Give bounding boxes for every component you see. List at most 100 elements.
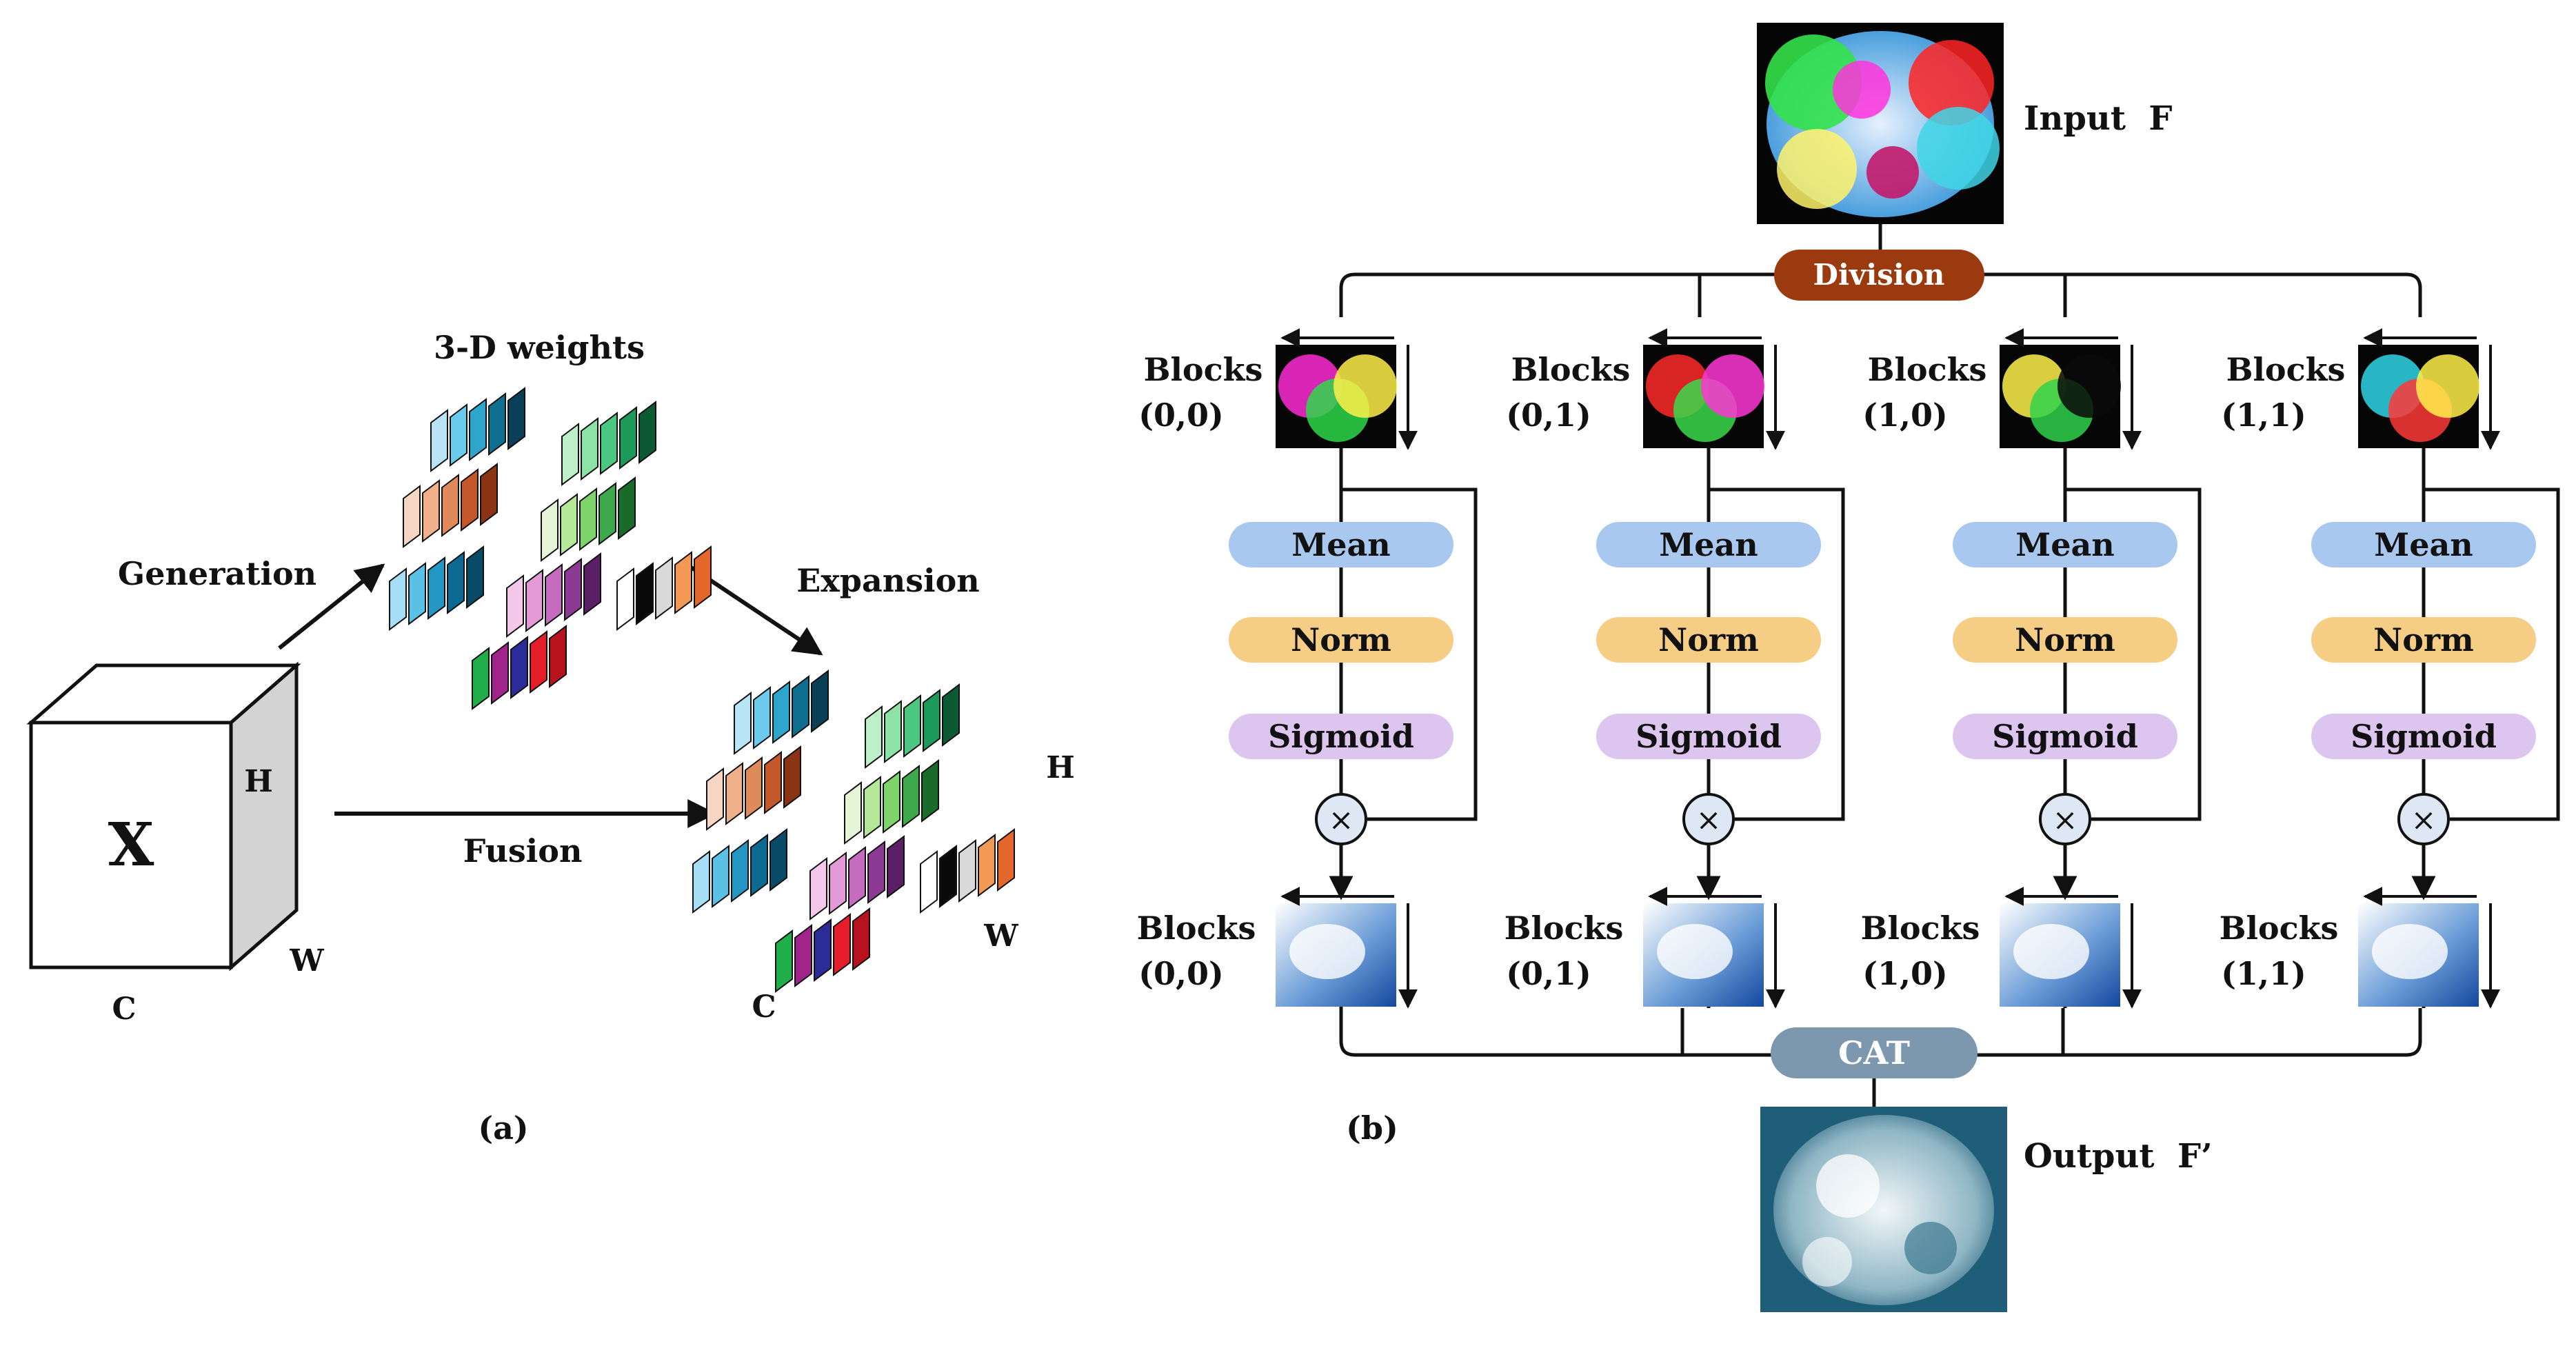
expanded-weight-swatch-1-3 (772, 681, 790, 744)
multiply-symbol-3: × (2053, 803, 2078, 838)
weight-swatch-6-2 (525, 569, 543, 632)
expanded-weight-swatch-6-1 (809, 857, 827, 921)
weight-swatch-4-3 (579, 487, 597, 551)
expanded-weight-swatch-6-4 (867, 841, 885, 904)
expanded-weight-swatch-2-1 (865, 705, 883, 769)
expanded-weight-swatch-1-1 (734, 692, 752, 755)
op-mean-label-2: Mean (1659, 526, 1758, 563)
expanded-weight-swatch-5-3 (731, 839, 749, 903)
expanded-weight-swatch-3-5 (783, 745, 801, 809)
cube-w-label: W (289, 943, 324, 978)
cube-h-label: H (244, 764, 273, 799)
weight-swatch-7-1 (616, 567, 634, 631)
expanded-weight-swatch-2-4 (923, 689, 940, 752)
expanded-weight-swatch-7-1 (920, 850, 938, 914)
block-output-word-4: Blocks (2220, 909, 2339, 947)
multiply-symbol-2: × (1696, 803, 1722, 838)
expanded-weight-swatch-2-5 (942, 683, 960, 747)
block-input-word-3: Blocks (1868, 351, 1987, 388)
expanded-weight-swatch-5-2 (712, 845, 729, 908)
expanded-weight-swatch-1-4 (792, 675, 809, 738)
block-input-4 (2358, 345, 2479, 448)
expanded-weight-swatch-4-4 (902, 765, 920, 828)
weight-swatch-2-5 (638, 401, 656, 464)
expanded-weight-swatch-2-3 (903, 694, 921, 758)
op-mean-4 (2311, 522, 2536, 567)
weight-swatch-2-2 (581, 417, 598, 481)
weight-swatch-3-5 (480, 463, 498, 526)
op-norm-2 (1596, 617, 1821, 663)
division-label: Division (1813, 258, 1945, 292)
input-cube: X H W C (26, 661, 324, 1027)
block-input-word-2: Blocks (1511, 351, 1631, 388)
output-label: Output F’ (2024, 1137, 2213, 1176)
weight-swatch-8-1 (472, 647, 490, 710)
op-sigmoid-2 (1596, 714, 1821, 759)
weight-swatch-2-4 (619, 406, 637, 470)
caption-b: (b) (1346, 1109, 1398, 1147)
block-output-word-3: Blocks (1861, 909, 1980, 947)
block-input-2 (1643, 345, 1764, 448)
expanded-weight-swatch-3-4 (764, 751, 782, 814)
weight-swatch-3-2 (422, 479, 440, 543)
cat-badge: CAT (1771, 1027, 1978, 1078)
expanded-weight-swatch-6-3 (848, 846, 866, 909)
expanded-weight-swatch-4-1 (844, 781, 862, 845)
cat-label: CAT (1838, 1034, 1910, 1072)
expanded-weight-swatch-5-5 (769, 828, 787, 892)
weight-swatch-8-2 (491, 641, 509, 705)
weight-swatch-5-5 (466, 545, 484, 609)
expanded-weight-swatch-1-2 (753, 686, 771, 750)
op-mean-label-3: Mean (2015, 526, 2114, 563)
op-mean-1 (1229, 522, 1453, 567)
op-norm-4 (2311, 617, 2536, 663)
weight-swatch-4-4 (598, 482, 616, 545)
block-input-1 (1276, 345, 1397, 448)
weight-swatch-7-2 (636, 562, 654, 625)
op-norm-label-2: Norm (1658, 621, 1759, 658)
weight-swatch-6-4 (564, 558, 582, 621)
weight-swatch-1-4 (488, 392, 506, 456)
expanded-weight-swatch-8-4 (833, 913, 851, 976)
generation-label: Generation (118, 555, 316, 592)
op-mean-label-1: Mean (1291, 526, 1390, 563)
block-output-index-2: (0,1) (1506, 955, 1591, 992)
block-input-index-4: (1,1) (2221, 396, 2306, 434)
op-norm-label-1: Norm (1291, 621, 1391, 658)
expanded-weight-swatch-4-2 (863, 776, 881, 839)
weight-swatch-7-3 (655, 556, 673, 620)
expanded-weight-swatch-3-3 (745, 756, 763, 820)
weight-swatch-3-3 (441, 474, 459, 537)
weight-swatch-4-2 (560, 493, 578, 556)
op-sigmoid-label-1: Sigmoid (1268, 718, 1414, 755)
weight-swatch-5-2 (408, 562, 426, 625)
op-norm-label-4: Norm (2373, 621, 2474, 658)
cube-c-label: C (112, 992, 136, 1027)
division-badge: Division (1774, 250, 1984, 301)
fusion-label: Fusion (463, 832, 583, 869)
expanded-weight-swatch-4-3 (883, 770, 900, 834)
weights-cluster (389, 387, 712, 710)
weight-swatch-4-5 (618, 476, 636, 540)
op-sigmoid-label-4: Sigmoid (2351, 718, 2497, 755)
weight-swatch-3-1 (403, 485, 421, 548)
result-w-label: W (983, 918, 1018, 954)
input-feature-map (1757, 23, 2004, 224)
block-input-3 (2000, 345, 2121, 448)
generation-arrow (278, 563, 385, 650)
op-sigmoid-3 (1953, 714, 2177, 759)
block-input-index-2: (0,1) (1506, 396, 1591, 434)
weight-swatch-5-3 (427, 556, 445, 620)
expanded-weight-swatch-6-2 (829, 852, 847, 915)
expanded-weight-swatch-7-4 (978, 834, 996, 897)
weight-swatch-1-5 (507, 387, 525, 450)
weight-swatch-2-3 (600, 412, 618, 475)
block-output-word-1: Blocks (1137, 909, 1256, 947)
output-feature-map (1760, 1107, 2007, 1312)
block-output-4 (2358, 903, 2479, 1007)
expanded-weight-swatch-7-2 (939, 845, 957, 908)
op-sigmoid-4 (2311, 714, 2536, 759)
caption-a: (a) (478, 1109, 528, 1147)
